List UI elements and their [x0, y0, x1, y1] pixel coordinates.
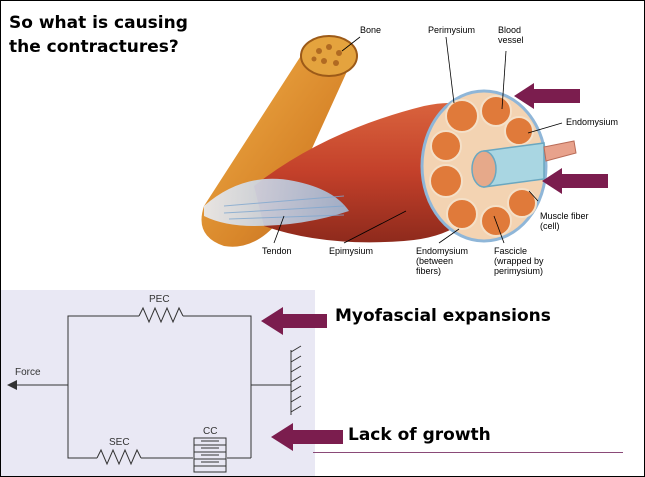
label-blood-vessel-1: Blood [498, 25, 521, 35]
label-perimysium: Perimysium [428, 25, 475, 35]
slide-title: So what is causing the contractures? [9, 11, 188, 59]
label-lack-of-growth: Lack of growth [348, 425, 491, 445]
label-epimysium: Epimysium [329, 246, 373, 256]
arrow-growth [269, 419, 345, 459]
label-muscle-fiber-1: Muscle fiber [540, 211, 589, 221]
label-fascicle-3: perimysium) [494, 266, 543, 276]
divider-line [313, 452, 623, 453]
label-sec: SEC [109, 437, 130, 448]
label-tendon: Tendon [262, 246, 292, 256]
label-pec: PEC [149, 294, 170, 305]
wall-hatch [291, 346, 301, 412]
muscle-anatomy-figure: Bone Perimysium Blood vessel Endomysium … [184, 11, 644, 289]
pec-spring [139, 308, 183, 322]
label-cc: CC [203, 426, 217, 437]
arrow-right-bottom [542, 168, 608, 194]
label-endomysium-b2: (between [416, 256, 453, 266]
label-fascicle-2: (wrapped by [494, 256, 544, 266]
label-endomysium-b3: fibers) [416, 266, 441, 276]
cc-element [194, 438, 226, 472]
label-fascicle-1: Fascicle [494, 246, 527, 256]
arrow-myofascial [259, 301, 329, 341]
title-line-1: So what is causing [9, 11, 188, 35]
label-myofascial-expansions: Myofascial expansions [335, 306, 551, 326]
arrow-right-top [514, 83, 580, 109]
label-endomysium: Endomysium [566, 117, 618, 127]
title-line-2: the contractures? [9, 35, 188, 59]
label-bone: Bone [360, 25, 381, 35]
force-arrowhead [7, 380, 17, 390]
label-blood-vessel-2: vessel [498, 35, 524, 45]
sec-spring [97, 450, 141, 464]
label-endomysium-b1: Endomysium [416, 246, 468, 256]
label-muscle-fiber-2: (cell) [540, 221, 560, 231]
label-force: Force [15, 367, 41, 378]
muscle-anatomy-svg: Bone Perimysium Blood vessel Endomysium … [184, 11, 644, 289]
